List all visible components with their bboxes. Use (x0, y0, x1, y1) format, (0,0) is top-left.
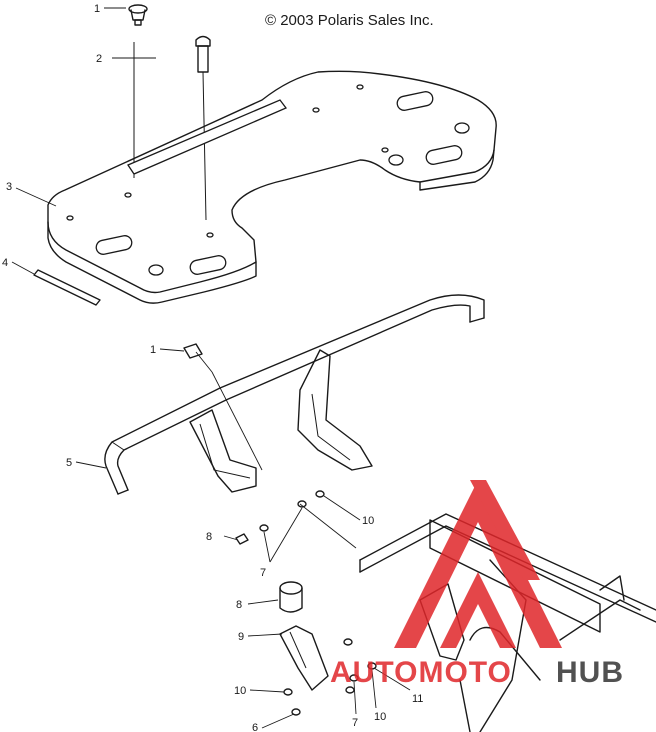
callout-8-spacer: 8 (236, 599, 242, 611)
callout-5: 5 (66, 457, 72, 469)
part-rack-plate (47, 70, 497, 304)
callout-7-upper: 7 (260, 567, 266, 579)
part-bolt-top (128, 4, 148, 26)
part-vehicle-frame (299, 503, 656, 732)
callout-labels: 1 2 3 4 1 5 10 8 7 8 9 10 6 7 10 11 (2, 3, 423, 732)
part-rack-rail (104, 294, 485, 495)
part-rack-bolt (112, 35, 211, 221)
watermark-text-automoto: AUTOMOTO (330, 656, 512, 689)
callout-9: 9 (238, 631, 244, 643)
callout-8-bolt: 8 (206, 531, 212, 543)
part-bolt-side (183, 343, 213, 373)
callout-leaders (11, 7, 411, 729)
callout-6: 6 (252, 722, 258, 732)
callout-10-lower: 10 (374, 711, 386, 723)
copyright-text: © 2003 Polaris Sales Inc. (265, 12, 434, 29)
callout-10-lower-left: 10 (234, 685, 246, 697)
callout-1: 1 (94, 3, 100, 15)
callout-3: 3 (6, 181, 12, 193)
callout-4: 4 (2, 257, 8, 269)
watermark-logo: AUTOMOTO HUB (330, 480, 624, 689)
part-hardware (223, 490, 377, 716)
callout-11: 11 (412, 693, 423, 705)
callout-10-upper: 10 (362, 515, 374, 527)
callout-2: 2 (96, 53, 102, 65)
callout-1-second: 1 (150, 344, 156, 356)
part-pad-strip (33, 269, 101, 306)
callout-7-lower: 7 (352, 717, 358, 729)
watermark-text-hub: HUB (556, 656, 624, 689)
